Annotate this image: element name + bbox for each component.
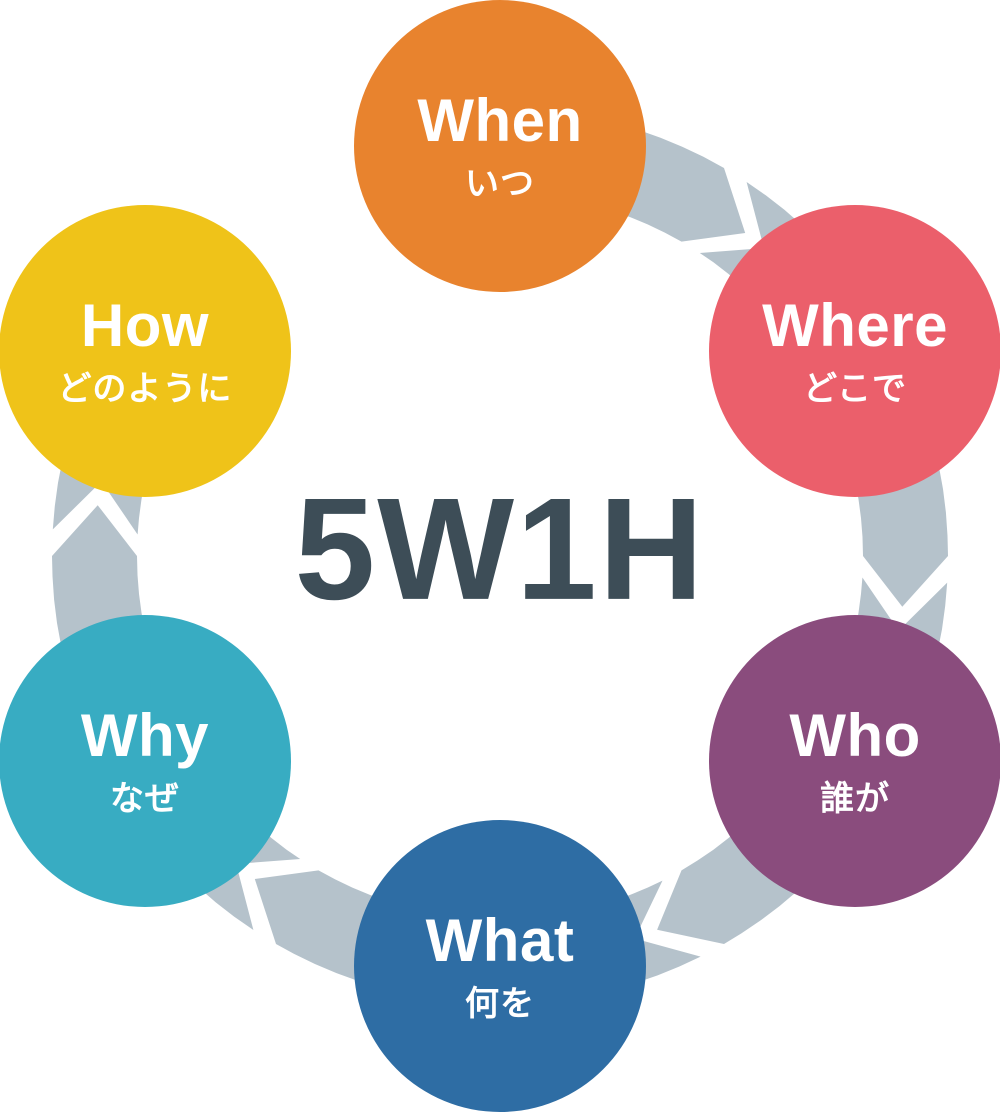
node-where: Where どこで <box>709 205 1000 497</box>
diagram-title: 5W1H <box>294 467 706 630</box>
node-when: When いつ <box>354 0 646 292</box>
node-who: Who 誰が <box>709 615 1000 907</box>
node-how-sublabel: どのように <box>57 370 233 408</box>
node-who-sublabel: 誰が <box>820 780 891 818</box>
node-why-label: Why <box>80 702 210 769</box>
node-where-label: Where <box>762 292 948 359</box>
node-why-sublabel: なぜ <box>109 780 180 818</box>
node-what-sublabel: 何を <box>465 985 535 1023</box>
node-how-label: How <box>80 292 210 359</box>
node-when-sublabel: いつ <box>465 165 535 203</box>
node-where-sublabel: どこで <box>803 370 908 408</box>
node-who-label: Who <box>789 702 921 769</box>
node-how: How どのように <box>0 205 291 497</box>
node-why: Why なぜ <box>0 615 291 907</box>
node-when-label: When <box>417 87 583 154</box>
node-what: What 何を <box>354 820 646 1112</box>
node-what-label: What <box>425 907 575 974</box>
